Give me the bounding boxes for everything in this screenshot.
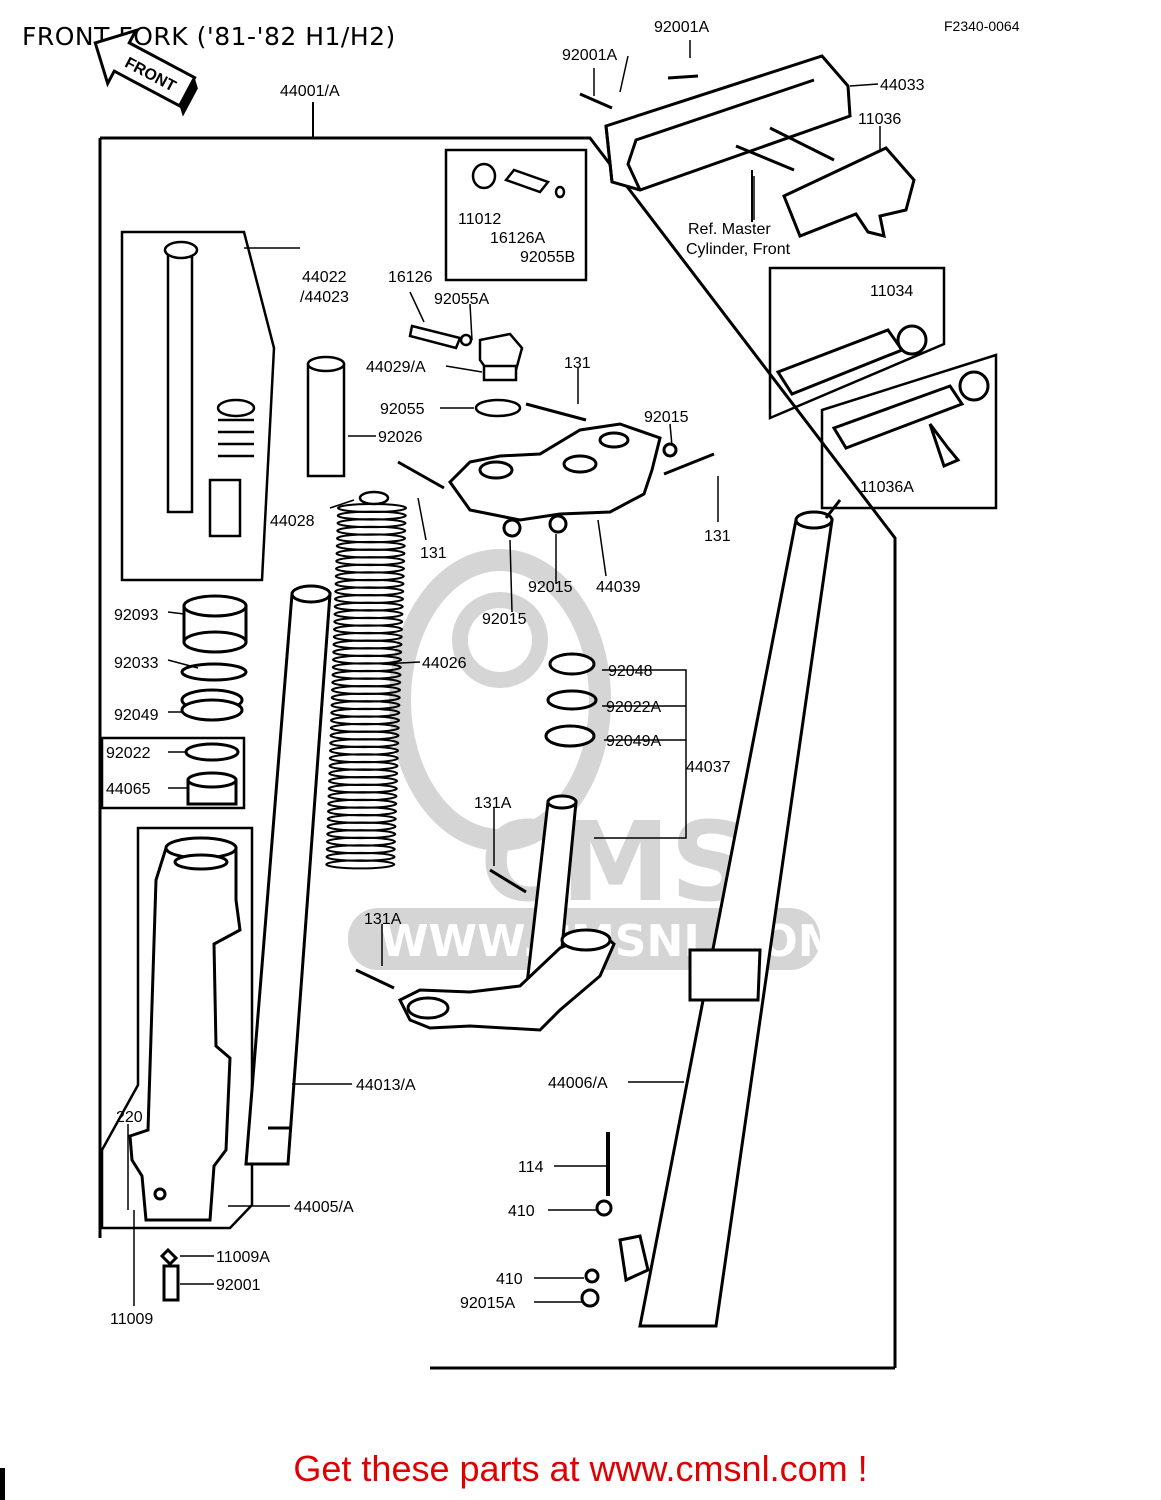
part-label: 92093 bbox=[114, 607, 159, 624]
part-label: 131A bbox=[364, 911, 402, 928]
figure-code: F2340-0064 bbox=[944, 18, 1020, 34]
clamp-11036 bbox=[735, 126, 916, 239]
part-label: 92055B bbox=[520, 249, 575, 266]
part-label: 44005/A bbox=[294, 1199, 354, 1216]
leader-lines bbox=[127, 40, 881, 1306]
part-label: 11012 bbox=[458, 211, 501, 228]
sub-frames bbox=[100, 148, 998, 1230]
part-label: 92001 bbox=[216, 1277, 261, 1294]
part-label: 16126A bbox=[490, 230, 545, 247]
part-label: 220 bbox=[116, 1109, 143, 1126]
buy-parts-link[interactable]: Get these parts at www.cmsnl.com ! bbox=[293, 1448, 868, 1489]
inner-tube-44013 bbox=[244, 584, 332, 1166]
part-label: 44037 bbox=[686, 759, 731, 776]
part-label: 92015A bbox=[460, 1295, 515, 1312]
part-label: Cylinder, Front bbox=[686, 241, 791, 258]
part-label: 11009A bbox=[216, 1249, 270, 1266]
diagram-title: FRONT FORK ('81-'82 H1/H2) bbox=[22, 22, 396, 51]
part-label: 114 bbox=[518, 1159, 544, 1176]
part-label: 92033 bbox=[114, 655, 159, 672]
part-label: 131A bbox=[474, 795, 512, 812]
part-label: 11034 bbox=[870, 283, 913, 300]
part-label: 92049A bbox=[606, 733, 661, 750]
part-label: 16126 bbox=[388, 269, 433, 286]
part-label: 131 bbox=[704, 528, 731, 545]
part-label: /44023 bbox=[300, 289, 349, 306]
part-label: 44028 bbox=[270, 513, 315, 530]
part-label: 92055 bbox=[380, 401, 425, 418]
edge-mark bbox=[0, 1468, 5, 1500]
front-direction-arrow: FRONT bbox=[93, 27, 198, 117]
part-label: 44022 bbox=[302, 269, 347, 286]
spring-coil bbox=[325, 859, 396, 870]
part-label: 44029/A bbox=[366, 359, 426, 376]
part-label: 131 bbox=[420, 545, 447, 562]
damper-rod-44022 bbox=[163, 240, 256, 538]
handlebar-holder-44033 bbox=[579, 54, 852, 192]
part-label: 44065 bbox=[106, 781, 151, 798]
part-label: 410 bbox=[508, 1203, 535, 1220]
seals bbox=[180, 594, 248, 806]
steering-stem-44037 bbox=[355, 652, 616, 1032]
watermark-logo: CMS bbox=[480, 798, 749, 926]
part-label: 44013/A bbox=[356, 1077, 416, 1094]
outer-tube-44005 bbox=[128, 836, 242, 1302]
part-label: 92015 bbox=[528, 579, 573, 596]
bleed-fittings bbox=[408, 162, 566, 418]
part-label: 44039 bbox=[596, 579, 641, 596]
part-label: 92022 bbox=[106, 745, 151, 762]
upper-bracket-44039 bbox=[397, 402, 715, 538]
part-label: 44001/A bbox=[280, 83, 340, 100]
part-label: Ref. Master bbox=[688, 221, 771, 238]
part-label: 92015 bbox=[644, 409, 689, 426]
part-label: 11036A bbox=[860, 479, 914, 496]
part-label: 92049 bbox=[114, 707, 159, 724]
outer-tube-44006 bbox=[580, 499, 842, 1328]
part-label: 92022A bbox=[606, 699, 661, 716]
main-frame bbox=[98, 102, 897, 1370]
part-label: 410 bbox=[496, 1271, 523, 1288]
part-label: 44006/A bbox=[548, 1075, 608, 1092]
part-label: 92026 bbox=[378, 429, 423, 446]
spacer-92026 bbox=[306, 355, 390, 506]
part-labels: 92001A 92001A 44033 11036 Ref. Master Cy… bbox=[106, 19, 925, 1328]
clamp-plates bbox=[775, 324, 990, 469]
part-label: 131 bbox=[564, 355, 591, 372]
fork-spring-44026 bbox=[325, 503, 407, 870]
part-label: 92048 bbox=[608, 663, 653, 680]
part-label: 44026 bbox=[422, 655, 467, 672]
part-label: 11036 bbox=[858, 111, 901, 128]
part-label: 44033 bbox=[880, 77, 925, 94]
part-label: 11009 bbox=[110, 1311, 153, 1328]
part-label: 92001A bbox=[654, 19, 709, 36]
part-label: 92015 bbox=[482, 611, 527, 628]
part-label: 92001A bbox=[562, 47, 617, 64]
part-label: 92055A bbox=[434, 291, 489, 308]
